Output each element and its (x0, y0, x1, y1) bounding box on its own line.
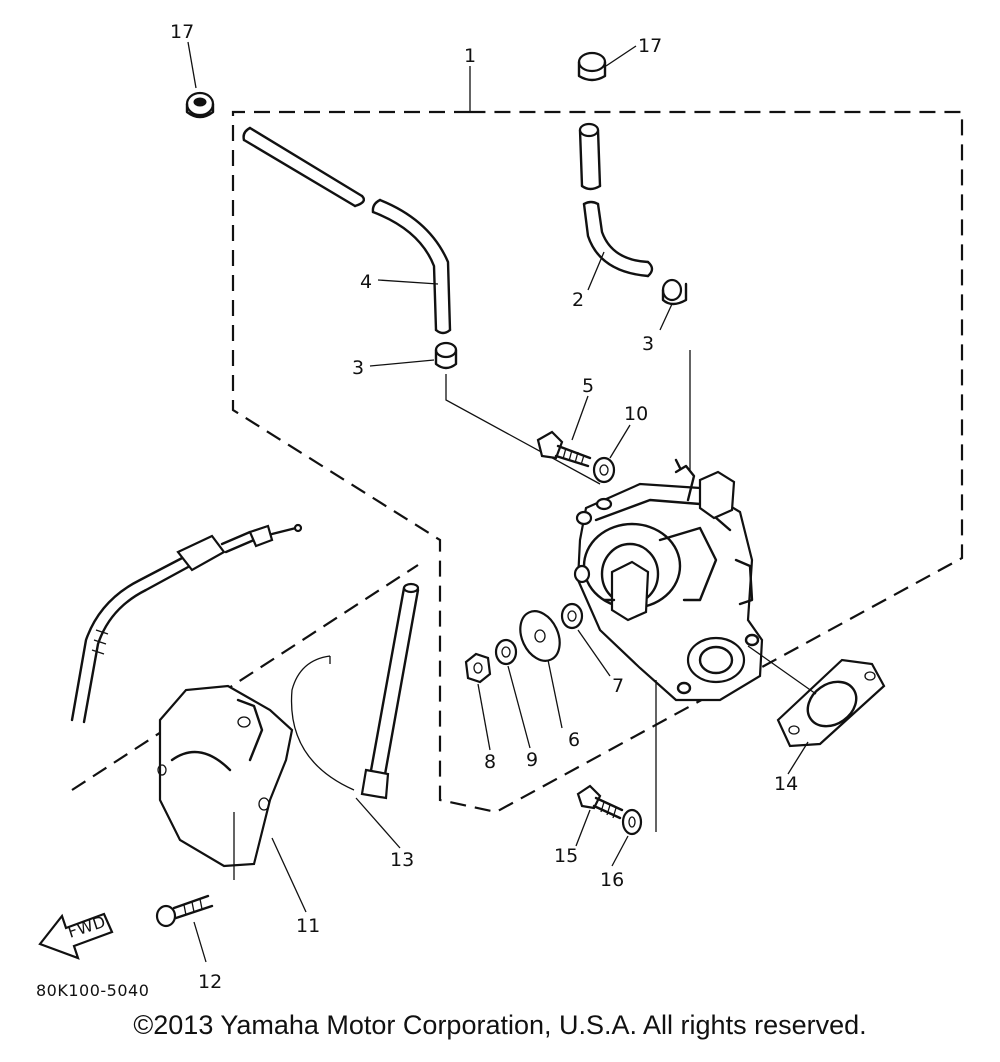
callout-14: 14 (774, 773, 798, 795)
clamp-3-right (661, 278, 688, 306)
leader-6 (547, 659, 563, 729)
cap-17-left (185, 91, 215, 119)
disc-6 (519, 610, 561, 662)
callout-9: 9 (526, 749, 538, 771)
screw-12 (155, 894, 214, 928)
gasket-14 (776, 658, 886, 748)
callout-5: 5 (582, 375, 594, 397)
leader-14-gasket (747, 645, 817, 695)
leader-3-right (659, 303, 673, 331)
leader-12 (193, 921, 207, 963)
cover-11 (157, 684, 294, 868)
callout-17-right: 17 (638, 35, 662, 57)
washer-7 (560, 602, 584, 630)
callout-11: 11 (296, 915, 320, 937)
part-code: 80K100-5040 (36, 981, 149, 1000)
left-group-boundary (71, 564, 419, 791)
throttle-cable (70, 523, 303, 724)
leader-4 (377, 279, 439, 285)
nut-8 (464, 652, 492, 684)
leader-8 (477, 683, 491, 751)
callout-3-left: 3 (352, 357, 364, 379)
callout-2: 2 (572, 289, 584, 311)
hose-4 (242, 126, 452, 335)
hose-2 (578, 122, 654, 278)
routing-line-left (445, 374, 601, 485)
leader-2 (587, 251, 605, 291)
callout-6: 6 (568, 729, 580, 751)
callout-7: 7 (612, 675, 624, 697)
callout-8: 8 (484, 751, 496, 773)
callout-1: 1 (464, 45, 476, 67)
leader-5 (571, 395, 589, 441)
leader-3-left (369, 359, 435, 367)
assembly-boundary (231, 110, 964, 814)
clamp-3-left (434, 341, 458, 370)
cable-13 (290, 582, 420, 800)
oil-pump-body (573, 458, 764, 702)
washer-9 (494, 638, 518, 666)
callout-16: 16 (600, 869, 624, 891)
callout-12: 12 (198, 971, 222, 993)
leader-17-left (187, 41, 197, 89)
washer-10 (592, 456, 616, 484)
washer-16 (621, 808, 643, 836)
leader-9 (507, 665, 531, 749)
callout-15: 15 (554, 845, 578, 867)
leader-16 (611, 835, 629, 867)
callout-4: 4 (360, 271, 372, 293)
leader-13 (355, 797, 401, 849)
leader-14 (787, 741, 809, 775)
callout-13: 13 (390, 849, 414, 871)
fwd-arrow-icon: FWD (38, 912, 114, 960)
bolt-5 (536, 430, 592, 468)
leader-7 (577, 629, 611, 677)
leader-17-right (605, 45, 637, 67)
cap-17-right (577, 51, 607, 82)
leader-15 (575, 809, 591, 847)
leader-11 (271, 837, 307, 913)
callout-3-right: 3 (642, 333, 654, 355)
bolt-15 (576, 784, 624, 820)
leader-10 (609, 424, 631, 459)
callout-17-left: 17 (170, 21, 194, 43)
copyright-notice: ©2013 Yamaha Motor Corporation, U.S.A. A… (133, 1010, 867, 1040)
callout-10: 10 (624, 403, 648, 425)
